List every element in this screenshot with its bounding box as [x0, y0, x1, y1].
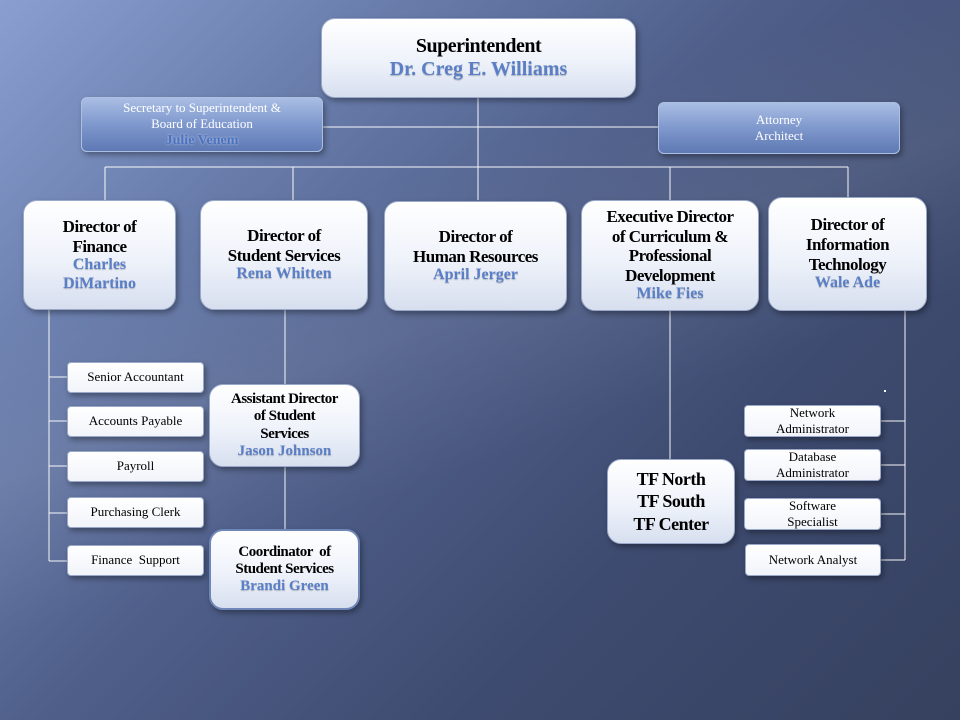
school-tf-north: TF North [636, 468, 706, 489]
finance-staff-label: Payroll [116, 458, 155, 474]
finance-staff-label: Senior Accountant [87, 369, 184, 385]
director-finance-title-line1: Director of [62, 217, 137, 237]
director-finance-name-line1: Charles [72, 256, 127, 274]
director-it-title-line1: Director of [810, 215, 885, 235]
exec-director-title-line4: Development [625, 265, 715, 285]
it-staff-label-line2: Specialist [787, 514, 838, 529]
assistant-director-name: Jason Johnson [237, 442, 332, 459]
superintendent-name: Dr. Creg E. Williams [389, 58, 568, 80]
assistant-director-title-line1: Assistant Director [231, 391, 338, 407]
it-staff-network-analyst: Network Analyst [745, 544, 881, 576]
secretary-name: Julie Venem [165, 132, 239, 148]
finance-staff-label: Purchasing Clerk [90, 504, 181, 520]
assistant-director-title-line2: of Student [253, 408, 316, 425]
it-staff-database-administrator: Database Administrator [744, 449, 881, 481]
superintendent-title: Superintendent [415, 35, 542, 57]
director-hr-name: April Jerger [433, 266, 518, 284]
director-hr-title-line2: Human Resources [413, 246, 538, 266]
director-student-services-box: Director of Student Services Rena Whitte… [200, 200, 368, 310]
exec-director-title-line2: of Curriculum & [611, 226, 729, 246]
superintendent-box: Superintendent Dr. Creg E. Williams [321, 18, 636, 98]
director-human-resources-box: Director of Human Resources April Jerger [384, 201, 567, 311]
assistant-director-title-line3: Services [260, 425, 309, 442]
it-staff-label-line1: Network Analyst [768, 551, 858, 567]
attorney-architect-box: Attorney Architect [658, 102, 900, 154]
finance-staff-label: Accounts Payable [88, 413, 183, 429]
school-tf-center: TF Center [633, 513, 709, 534]
schools-box: TF North TF South TF Center [607, 459, 735, 544]
finance-staff-label: Finance Support [91, 552, 180, 568]
school-tf-south: TF South [637, 491, 705, 512]
director-student-services-name: Rena Whitten [236, 265, 332, 283]
coordinator-title-line2: Student Services [235, 560, 334, 577]
director-it-name: Wale Ade [814, 274, 881, 292]
finance-staff-purchasing-clerk: Purchasing Clerk [67, 497, 204, 528]
director-it-box: Director of Information Technology Wale … [768, 197, 927, 311]
it-staff-label-line1: Software [789, 497, 836, 513]
secretary-title-line2: Board of Education [151, 116, 253, 132]
secretary-title-line1: Secretary to Superintendent & [123, 100, 281, 116]
director-student-services-title-line1: Director of [247, 226, 321, 246]
attorney-label: Attorney [755, 111, 803, 127]
coordinator-title-line1: Coordinator of [238, 543, 331, 560]
director-student-services-title-line2: Student Services [227, 245, 341, 265]
it-staff-network-administrator: Network Administrator [744, 405, 881, 437]
finance-staff-senior-accountant: Senior Accountant [67, 362, 204, 393]
exec-director-title-line1: Executive Director [606, 207, 734, 227]
director-it-title-line2: Information [805, 235, 890, 255]
it-staff-label-line1: Network [789, 404, 836, 420]
it-staff-label-line1: Database [788, 448, 837, 464]
director-it-title-line3: Technology [808, 254, 887, 274]
secretary-box: Secretary to Superintendent & Board of E… [81, 97, 323, 152]
exec-director-title-line3: Professional [628, 246, 712, 266]
it-staff-software-specialist: Software Specialist [744, 498, 881, 530]
stray-dot [884, 390, 886, 392]
finance-staff-payroll: Payroll [67, 451, 204, 482]
coordinator-box: Coordinator of Student Services Brandi G… [209, 529, 360, 610]
director-finance-box: Director of Finance Charles DiMartino [23, 200, 176, 310]
exec-director-name: Mike Fies [636, 285, 704, 303]
director-hr-title-line1: Director of [438, 227, 513, 247]
assistant-director-box: Assistant Director of Student Services J… [209, 384, 360, 467]
it-staff-label-line2: Administrator [776, 421, 849, 436]
executive-director-curriculum-box: Executive Director of Curriculum & Profe… [581, 200, 759, 311]
architect-label: Architect [754, 128, 804, 143]
finance-staff-finance-support: Finance Support [67, 545, 204, 576]
finance-staff-accounts-payable: Accounts Payable [67, 406, 204, 437]
director-finance-title-line2: Finance [72, 236, 127, 256]
coordinator-name: Brandi Green [240, 578, 329, 595]
it-staff-label-line2: Administrator [776, 465, 849, 480]
director-finance-name-line2: DiMartino [63, 274, 136, 292]
